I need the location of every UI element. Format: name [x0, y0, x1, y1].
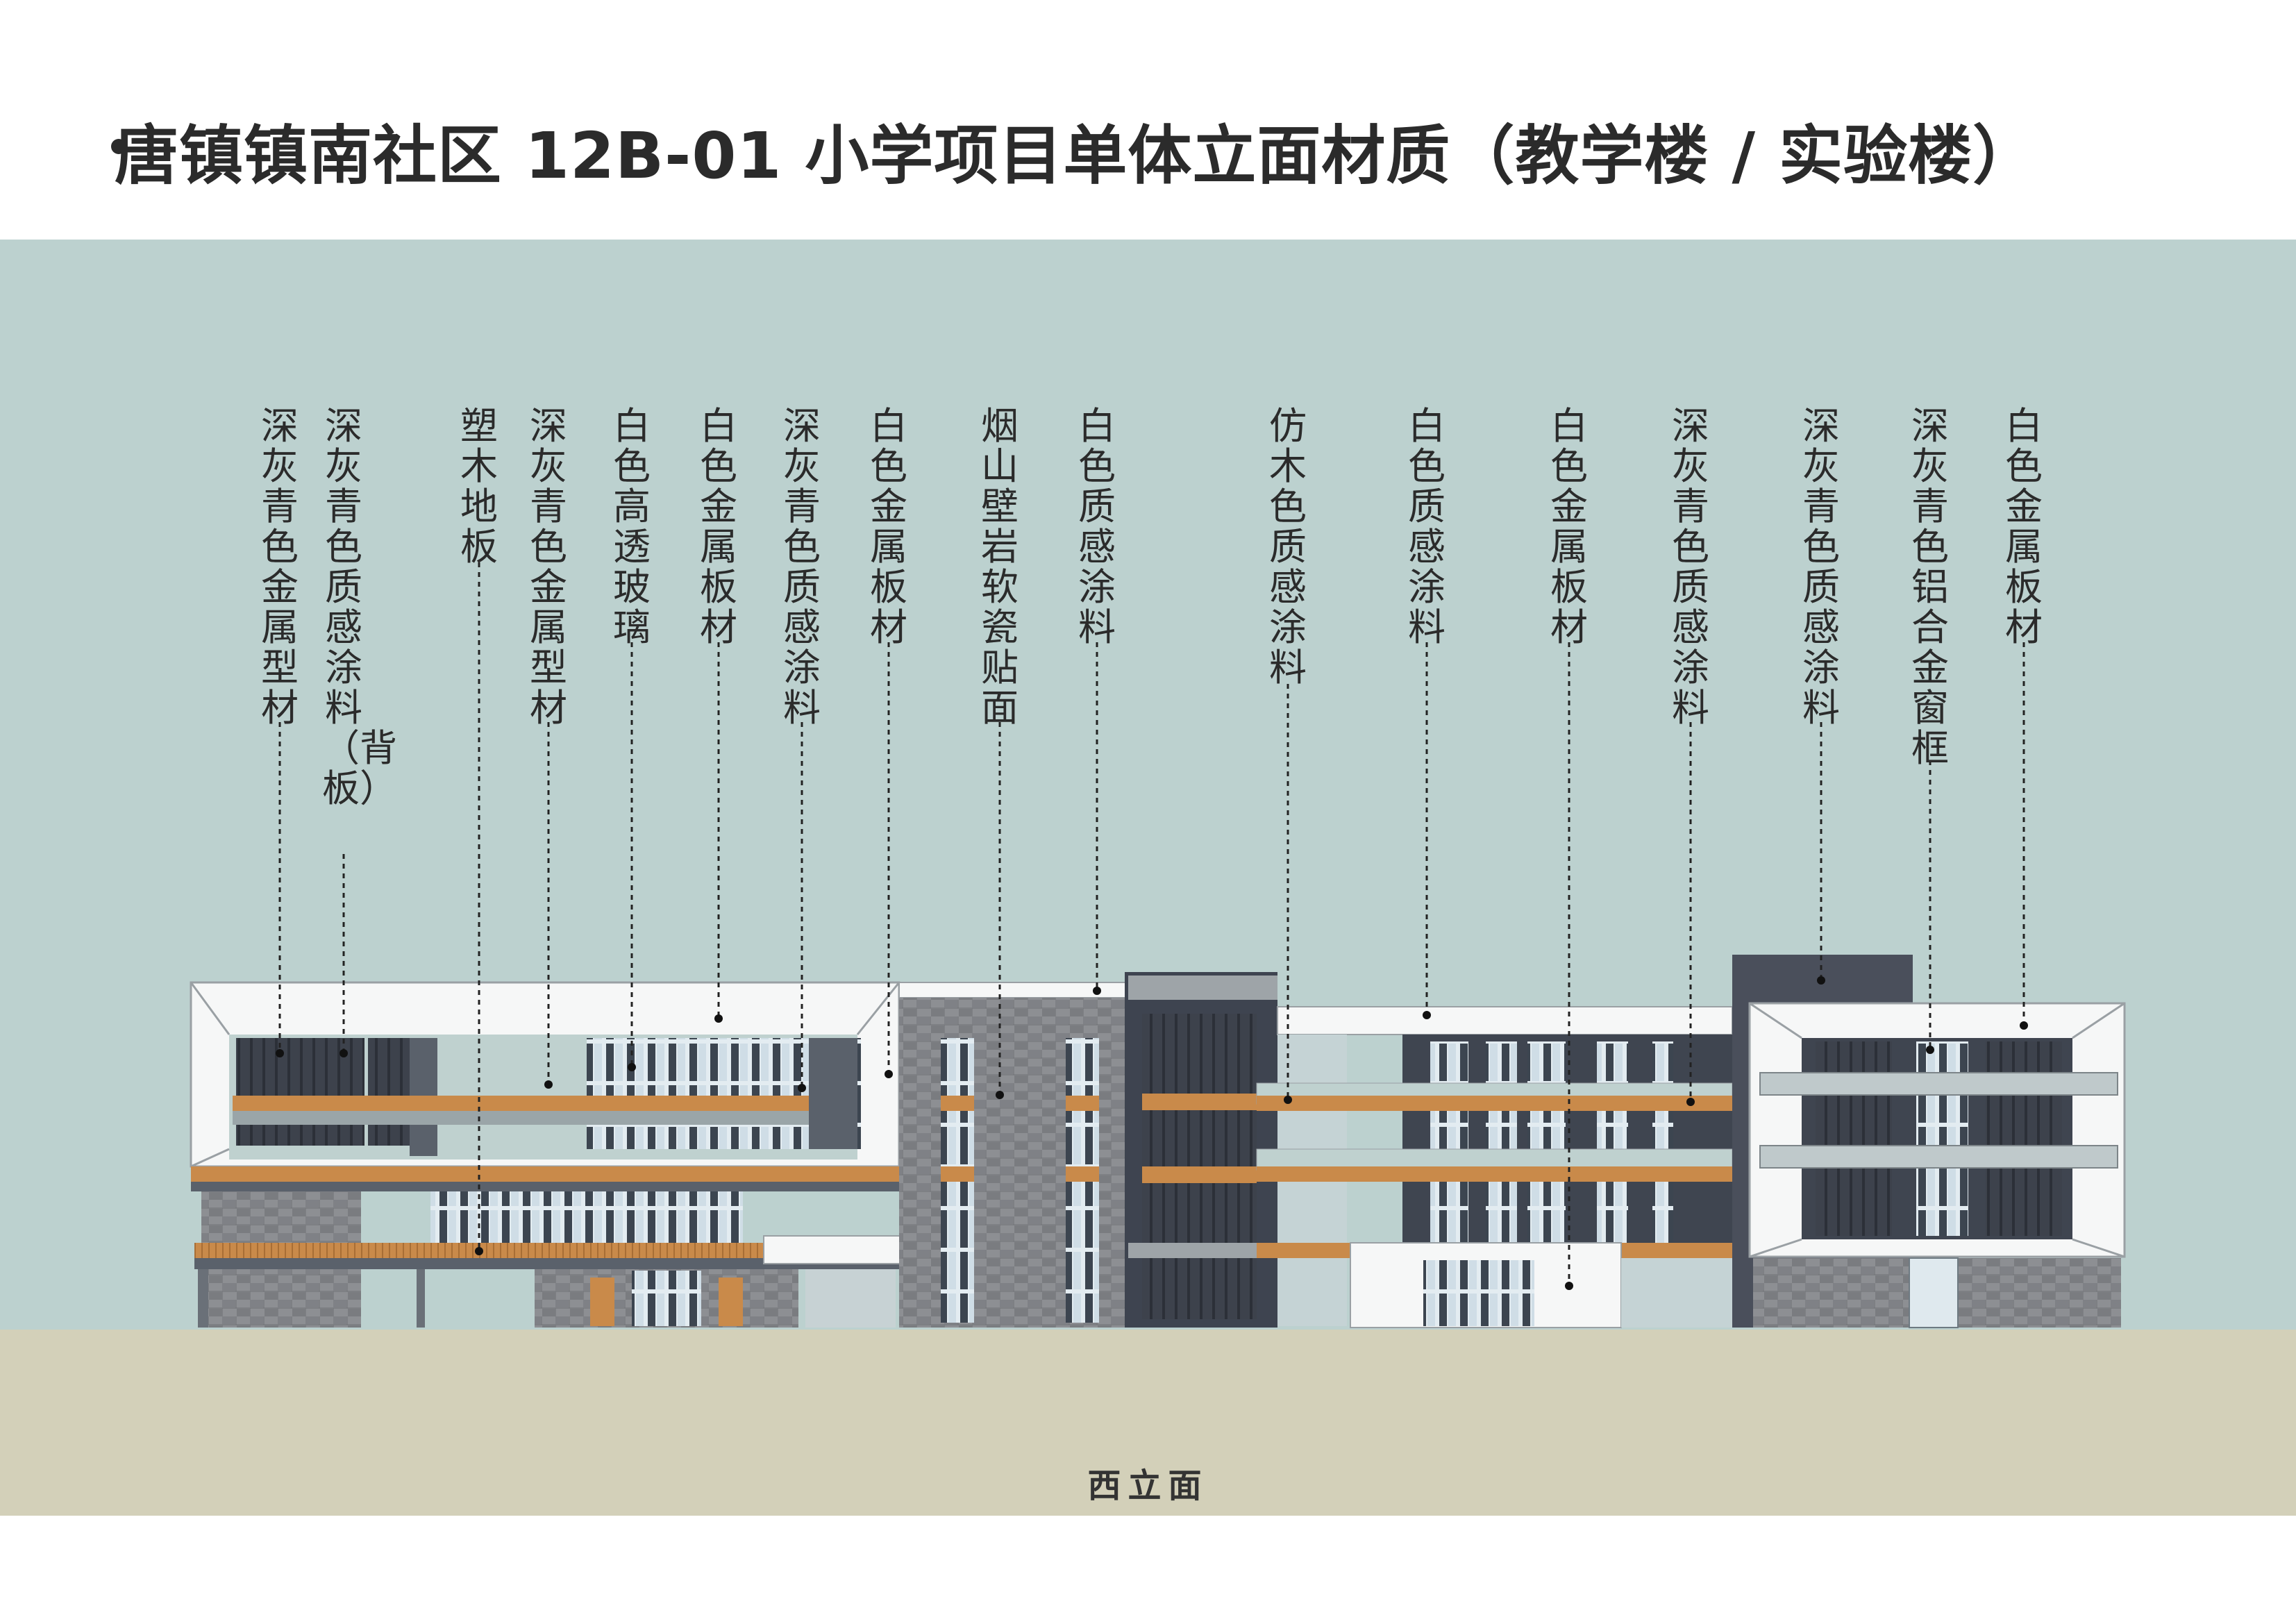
ground-plane	[0, 1330, 2296, 1516]
elevation-label: 西立面	[1087, 1466, 1209, 1505]
left-block	[190, 981, 1112, 1328]
callout-label-11: 仿木色质感涂料	[1269, 404, 1307, 689]
callout-label-10: 白色质感涂料	[1078, 404, 1116, 649]
stair-core	[1125, 972, 1277, 1328]
callout-label-2: 深灰青色质感涂料（背板）	[322, 404, 397, 810]
callout-label-8: 白色金属板材	[870, 404, 907, 649]
callout-label-6: 白色金属板材	[700, 404, 737, 649]
callout-label-4: 深灰青色金属型材	[530, 404, 567, 730]
callout-label-12: 白色质感涂料	[1408, 404, 1446, 649]
right-block	[1732, 955, 2126, 1328]
callout-label-3: 塑木地板	[460, 404, 498, 569]
callout-label-9: 烟山壁岩软瓷贴面	[981, 404, 1019, 730]
callout-label-15: 深灰青色质感涂料	[1802, 404, 1840, 730]
page-title: 唐镇镇南社区 12B-01 小学项目单体立面材质（教学楼 / 实验楼）	[115, 119, 2038, 193]
callout-label-13: 白色金属板材	[1550, 404, 1588, 649]
callout-label-14: 深灰青色质感涂料	[1672, 404, 1709, 730]
title-bullet	[111, 139, 126, 154]
callout-label-1: 深灰青色金属型材	[261, 404, 299, 730]
stone-tower	[898, 982, 1129, 1328]
middle-right-block	[1256, 1006, 1733, 1328]
callout-label-5: 白色高透玻璃	[613, 404, 651, 649]
callout-dots	[276, 976, 2028, 1290]
callout-label-7: 深灰青色质感涂料	[783, 404, 821, 730]
callout-leaders	[278, 562, 2025, 1284]
callout-label-17: 白色金属板材	[2005, 404, 2043, 649]
callout-label-16: 深灰青色铝合金窗框	[1911, 404, 1949, 770]
